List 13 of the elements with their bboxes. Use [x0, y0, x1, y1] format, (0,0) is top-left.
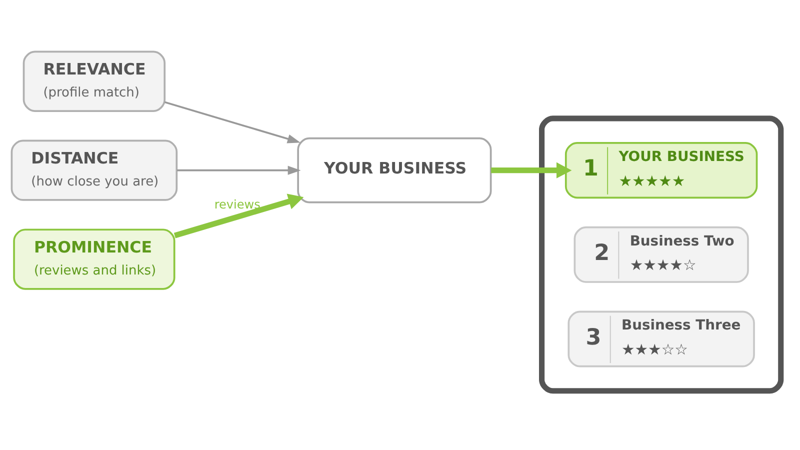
edge-label: reviews	[214, 198, 260, 212]
node-box: 2 Business Two ★★★★☆	[574, 226, 749, 283]
node-box: YOUR BUSINESS	[297, 137, 492, 204]
node-box: 1 YOUR BUSINESS ★★★★★	[564, 142, 758, 199]
node-box: RELEVANCE (profile match)	[22, 50, 166, 112]
node-box: DISTANCE (how close you are)	[10, 140, 178, 201]
arrow	[177, 166, 301, 175]
node-box: 3 Business Three ★★★☆☆	[568, 310, 755, 368]
cluster	[539, 116, 784, 394]
arrow	[491, 162, 572, 178]
arrow	[174, 194, 304, 238]
arrow	[164, 101, 300, 144]
node-box: PROMINENCE (reviews and links)	[13, 228, 176, 290]
